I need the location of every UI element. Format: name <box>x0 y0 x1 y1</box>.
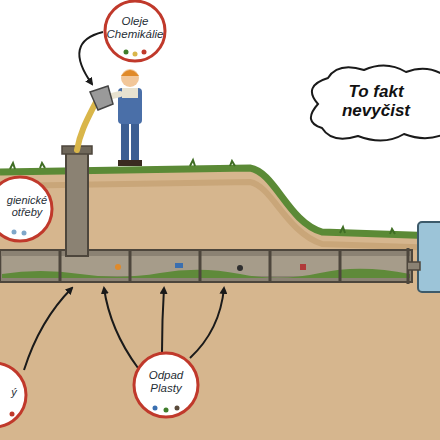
debris <box>237 265 243 271</box>
icon-mark <box>164 408 169 413</box>
icon-mark <box>10 412 15 417</box>
pollutant-callout: gienické otřeby <box>0 176 54 242</box>
icon-mark <box>12 230 17 235</box>
bucket <box>90 86 113 110</box>
pointer-arrow <box>24 288 72 370</box>
debris <box>115 264 121 270</box>
pollutant-callout: Odpad Plasty <box>133 352 199 418</box>
pointer-arrow <box>104 288 138 368</box>
icon-mark <box>153 406 158 411</box>
debris <box>175 263 183 268</box>
person-boot <box>130 160 142 166</box>
drain-pipe <box>66 148 88 256</box>
person-hair <box>121 70 139 76</box>
person-boot <box>118 160 130 166</box>
callout-label: Odpad Plasty <box>137 369 195 394</box>
person-head <box>121 69 139 87</box>
speech-text: To fakt nevyčist <box>326 83 426 120</box>
pollutant-callout: Oleje Chemikálie <box>102 0 168 62</box>
pipe-outlet <box>408 262 420 270</box>
person-shirt <box>122 88 138 98</box>
pointer-arrow <box>79 32 103 84</box>
icon-mark <box>133 52 138 57</box>
callout-circle <box>105 1 165 61</box>
poured-oil <box>77 102 96 150</box>
debris <box>300 264 306 270</box>
callout-circle <box>0 177 52 241</box>
pointer-arrow <box>162 288 164 352</box>
callout-label: gienické otřeby <box>2 194 52 218</box>
sludge <box>2 269 410 278</box>
speech-bubble: To fakt nevyčist <box>300 64 440 140</box>
icon-mark <box>124 50 129 55</box>
treatment-tank <box>418 222 440 292</box>
person-leg <box>131 122 139 162</box>
cloud-shape <box>311 65 440 140</box>
pointer-arrow <box>190 288 224 358</box>
pipe-joints <box>60 248 408 284</box>
callout-label: ý <box>3 386 25 398</box>
callout-label: Oleje Chemikálie <box>106 15 164 40</box>
callout-circle <box>0 363 26 427</box>
icon-mark <box>22 231 27 236</box>
icon-mark <box>142 50 147 55</box>
pollutant-callout: ý <box>0 362 28 428</box>
person-leg <box>121 122 129 162</box>
callout-circle <box>134 353 198 417</box>
icon-mark <box>175 406 180 411</box>
sewer-pipe <box>0 250 412 282</box>
